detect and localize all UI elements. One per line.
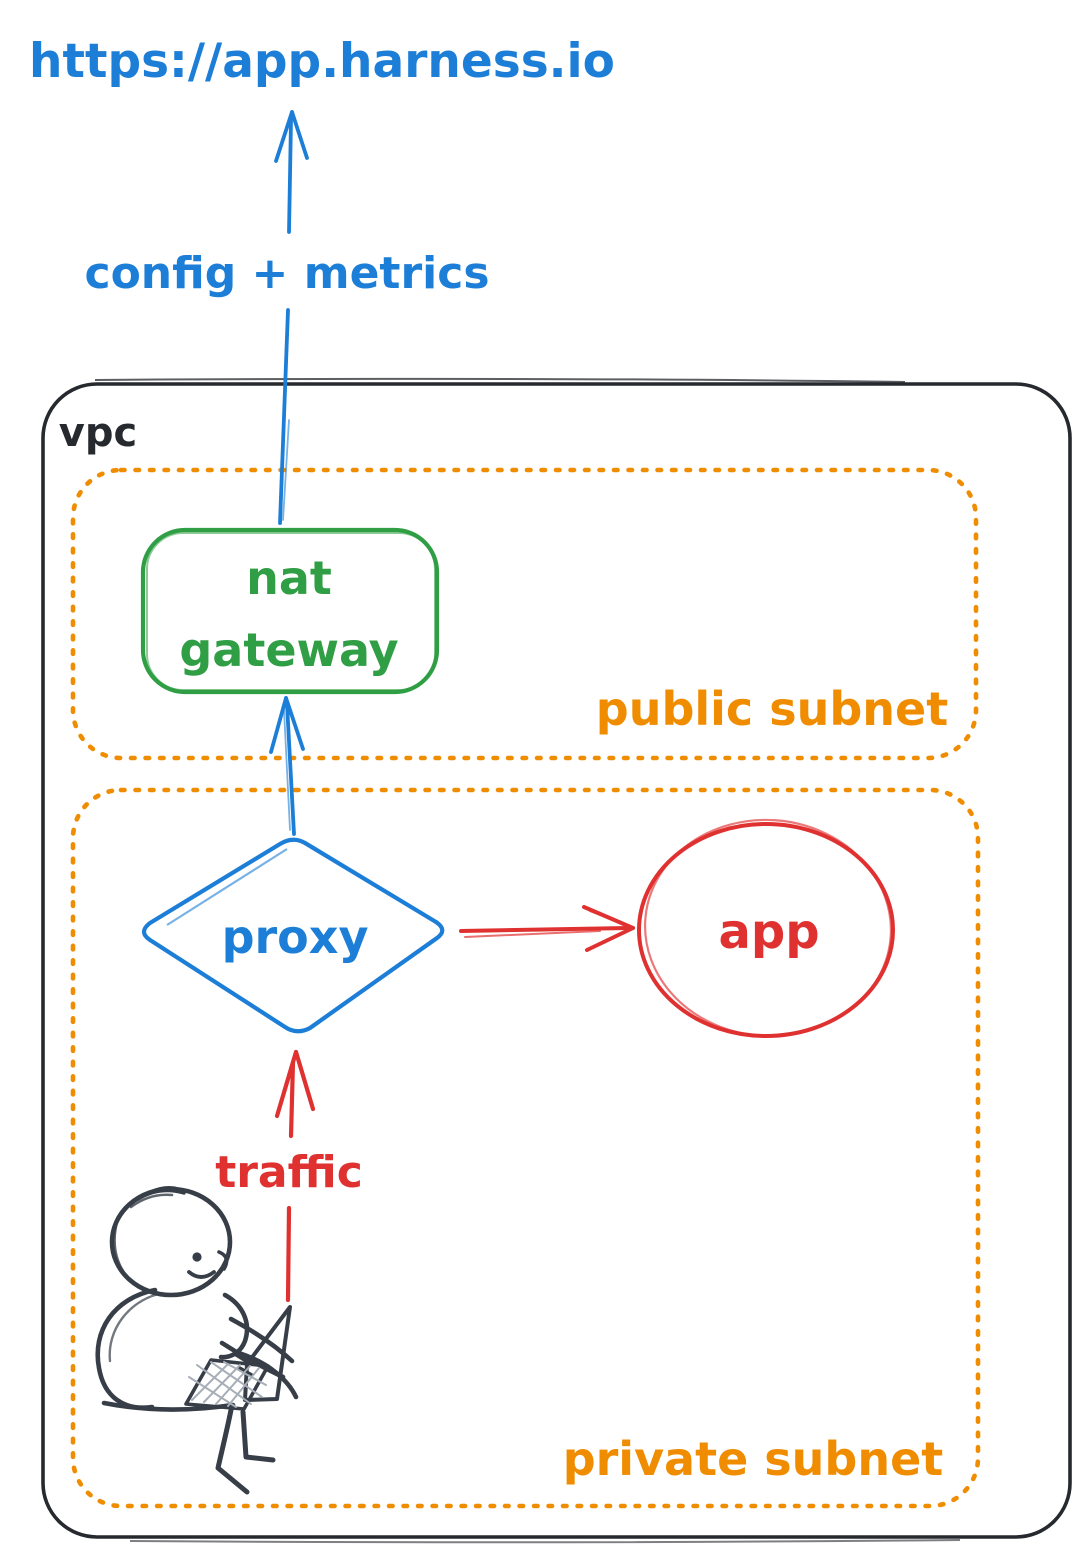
laptop-icon	[184, 1305, 292, 1411]
arrow-traffic-to-proxy	[274, 1049, 316, 1303]
arrow-head-left	[274, 1049, 299, 1119]
proxy-node: proxy	[141, 837, 445, 1034]
person-smile	[187, 1270, 216, 1279]
nat-gateway-border-sketch	[146, 532, 436, 691]
arrow-head-left	[269, 696, 288, 754]
private-subnet-label: private subnet	[563, 1432, 944, 1486]
public-subnet-label: public subnet	[596, 682, 948, 736]
arrow-sketch-stroke	[283, 709, 291, 831]
traffic-label: traffic	[215, 1147, 363, 1198]
public-subnet-border	[70, 467, 979, 761]
private-subnet-border	[70, 787, 981, 1509]
person-back-sketch	[108, 1291, 164, 1363]
arrow-head-right	[284, 696, 305, 751]
person-ear	[217, 1250, 229, 1271]
private-subnet-box: private subnet	[70, 787, 981, 1509]
person-chest	[218, 1292, 250, 1360]
nat-gateway-node: nat gateway	[140, 527, 440, 695]
proxy-diamond	[141, 837, 445, 1034]
person-hair-stroke3	[129, 1193, 174, 1209]
arrow-shaft-upper	[288, 1059, 296, 1139]
arrow-sketch-stroke	[464, 930, 601, 938]
vpc-box: vpc	[41, 377, 1072, 1544]
arrow-proxy-to-app	[459, 905, 635, 952]
arrow-head-right	[290, 110, 309, 160]
arrow-shaft	[459, 926, 630, 933]
config-metrics-label: config + metrics	[84, 248, 489, 299]
person-back	[95, 1287, 158, 1410]
public-subnet-box: public subnet	[70, 467, 979, 761]
vpc-border-sketch-stroke	[94, 377, 906, 383]
arrow-head-right	[293, 1049, 316, 1112]
app-circle-sketch	[643, 818, 893, 1038]
vpc-label: vpc	[59, 410, 137, 456]
nat-gateway-label-line2: gateway	[179, 623, 398, 677]
laptop-screen	[243, 1305, 292, 1402]
arrow-shaft-upper	[287, 118, 293, 234]
nat-gateway-border	[140, 527, 440, 695]
person-thigh	[236, 1350, 299, 1400]
person-head	[109, 1186, 233, 1298]
person-hair-stroke1	[136, 1188, 186, 1201]
arrow-head-sketch	[589, 910, 629, 926]
app-node: app	[637, 818, 895, 1038]
person-figure	[95, 1186, 299, 1495]
arrow-proxy-to-nat	[269, 696, 305, 836]
person-leg-right	[240, 1409, 276, 1463]
arrow-head-left	[274, 110, 294, 163]
arrow-shaft-lower	[285, 1205, 292, 1303]
nat-gateway-label-line1: nat	[246, 551, 332, 605]
vpc-border-sketch-stroke-bottom	[129, 1539, 961, 1544]
arrow-nat-to-harness	[274, 110, 309, 525]
person-leg-left	[215, 1407, 250, 1495]
harness-url-label: https://app.harness.io	[29, 34, 615, 89]
person-hair-stroke2	[148, 1186, 181, 1194]
arrow-shaft-lower	[278, 308, 290, 525]
vpc-border	[41, 382, 1072, 1539]
arrow-sketch-stroke	[282, 419, 290, 521]
app-label: app	[718, 904, 819, 960]
arrow-head-bottom	[585, 926, 635, 952]
proxy-diamond-sketch-stroke	[166, 848, 288, 926]
person-eye	[192, 1252, 202, 1262]
laptop-keyboard-hatch	[188, 1361, 267, 1408]
arrow-shaft	[285, 702, 296, 836]
person-head-sketch	[113, 1216, 129, 1279]
laptop-keyboard	[184, 1358, 270, 1411]
proxy-label: proxy	[222, 910, 369, 964]
